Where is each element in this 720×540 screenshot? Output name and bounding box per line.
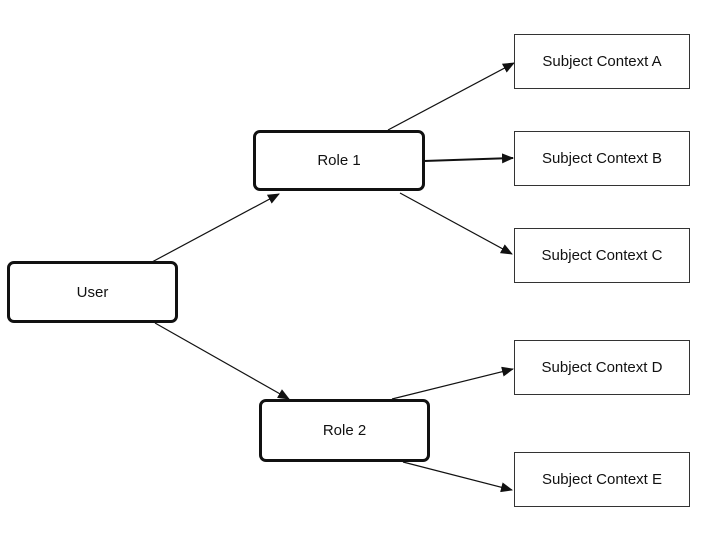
user-node-label: User (76, 283, 109, 301)
subject-context-b-label: Subject Context B (541, 150, 663, 167)
subject-context-c-label: Subject Context C (541, 247, 663, 264)
subject-context-b-node[interactable]: Subject Context B (514, 131, 690, 186)
subject-context-d-node[interactable]: Subject Context D (514, 340, 690, 395)
edge-role2-ctxE (402, 461, 513, 493)
edge-role1-ctxB (423, 153, 514, 164)
subject-context-e-label: Subject Context E (541, 471, 663, 488)
edge-role2-ctxD (391, 366, 514, 400)
subject-context-a-node[interactable]: Subject Context A (514, 34, 690, 89)
role-2-node-label: Role 2 (322, 422, 367, 439)
subject-context-c-node[interactable]: Subject Context C (514, 228, 690, 283)
role-1-node[interactable]: Role 1 (253, 130, 425, 191)
user-node[interactable]: User (7, 261, 178, 323)
edge-role1-ctxA (387, 62, 515, 131)
edge-user-role1 (151, 193, 280, 263)
role-2-node[interactable]: Role 2 (259, 399, 430, 462)
edge-user-role2 (154, 322, 290, 400)
subject-context-e-node[interactable]: Subject Context E (514, 452, 690, 507)
subject-context-d-label: Subject Context D (541, 359, 663, 376)
role-1-node-label: Role 1 (317, 152, 361, 169)
edge-role1-ctxC (399, 192, 513, 255)
subject-context-a-label: Subject Context A (542, 53, 662, 70)
